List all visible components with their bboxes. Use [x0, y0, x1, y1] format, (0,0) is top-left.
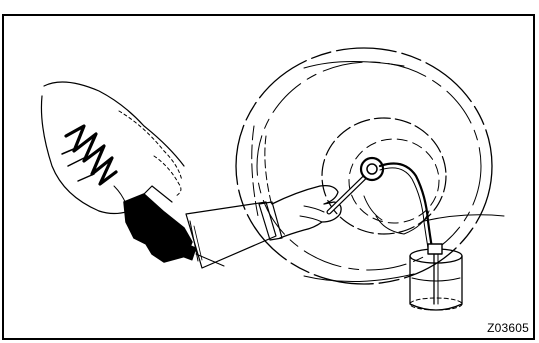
shoe-drawing	[123, 185, 225, 267]
figure-frame: Z03605	[2, 14, 535, 340]
arm-drawing	[185, 184, 342, 269]
leg-drawing	[40, 81, 185, 215]
brake-assembly-drawing	[321, 117, 447, 235]
container-drawing	[409, 243, 463, 311]
wrench-drawing	[326, 156, 385, 215]
brake-bleeding-illustration	[40, 47, 505, 311]
figure-code: Z03605	[487, 321, 529, 335]
tire-drawing	[235, 47, 505, 285]
bleeder-tube-drawing	[378, 162, 434, 250]
